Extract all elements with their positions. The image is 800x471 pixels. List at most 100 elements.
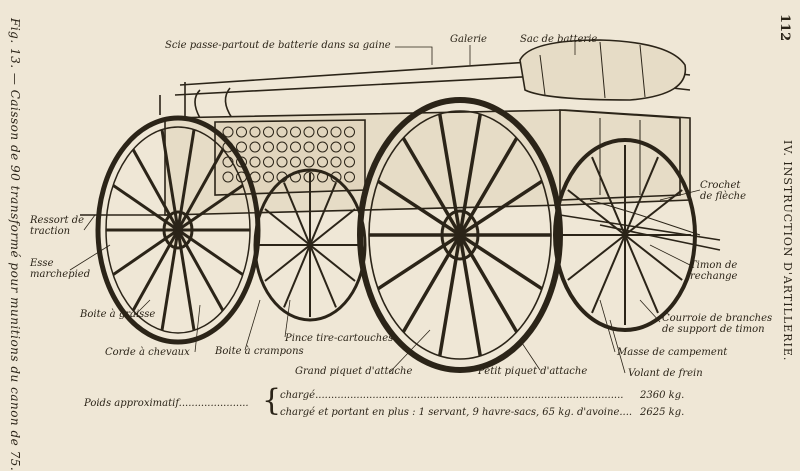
wheel-spoke (438, 234, 462, 357)
label-grand-piquet: Grand piquet d'attache (295, 366, 413, 377)
wheel-spoke (401, 137, 462, 236)
wheel-spoke (283, 182, 311, 246)
label-crochet: Crochet de flèche (700, 180, 747, 202)
weights-row-2: chargé et portant en plus : 1 servant, 9… (280, 407, 632, 418)
wheel-spoke (458, 234, 482, 357)
cartridge-circle (317, 126, 328, 138)
cartridge-circle (263, 156, 274, 168)
wheel-spoke (458, 137, 519, 236)
label-petit-piquet: Petit piquet d'attache (478, 366, 588, 377)
wheel-spoke (131, 148, 180, 231)
label-ressort: Ressort de traction (30, 215, 85, 237)
wheel-spoke (377, 233, 461, 291)
wheel-spoke (264, 244, 311, 282)
wheel-spoke (177, 228, 244, 276)
wheel-spoke (309, 208, 356, 246)
wheel-spoke (624, 189, 683, 236)
figure-caption: Fig. 13. — Caisson de 90 transformé pour… (8, 18, 22, 471)
cartridge-circle (222, 171, 234, 183)
weights-label-row: Poids approximatif...................... (84, 398, 249, 409)
label-boite-graisse: Boite à graisse (80, 309, 156, 320)
wheel-spoke (177, 184, 244, 232)
cartridge-circle (330, 126, 342, 138)
label-corde: Corde à chevaux (105, 347, 190, 358)
wheel-spoke (112, 228, 179, 276)
weights-label: Poids approximatif (84, 398, 179, 409)
label-esse: Esse marchepied (30, 258, 91, 280)
wheel-spoke (131, 229, 180, 312)
weights-row-1-text: chargé (280, 390, 316, 401)
book-page: Fig. 13. — Caisson de 90 transformé pour… (8, 14, 794, 471)
label-timon: Timon de rechange (690, 260, 738, 282)
wheel-spoke (283, 244, 311, 308)
label-courroie: Courroie de branches de support de timon (662, 313, 773, 335)
weights-brace: { (262, 383, 282, 418)
cartridge-circle (303, 141, 315, 153)
wheel-spoke (176, 129, 196, 231)
weights-row-1-dots: ........................................… (315, 390, 624, 401)
cartridge-circle (303, 126, 315, 138)
wheel-spoke (459, 233, 543, 291)
cartridge-circle (317, 141, 328, 153)
cartridge-circle (344, 156, 355, 168)
cartridge-circle (263, 171, 274, 183)
leader-lines (69, 42, 701, 374)
cartridge-circle (276, 141, 288, 153)
cartridge-circle (317, 156, 328, 168)
wheel-spoke (309, 244, 337, 308)
wheel-spoke (458, 234, 519, 333)
cartridge-circle (344, 141, 355, 153)
cartridge-circle (222, 126, 234, 138)
wheel-spoke (176, 229, 196, 331)
wheel-spoke (591, 156, 626, 236)
label-pince: Pince tire-cartouches (285, 333, 394, 344)
cartridge-circle (236, 141, 247, 153)
ammo-rack (222, 126, 355, 183)
cartridge-circle (263, 141, 274, 153)
wheel-spoke (309, 182, 337, 246)
front-wheel (95, 115, 261, 345)
label-boite-crampons: Boite à crampons (215, 346, 304, 357)
cartridge-circle (330, 141, 342, 153)
wheel-spoke (309, 244, 356, 282)
weights-row-2-dots: .... (619, 407, 633, 418)
label-galerie: Galerie (450, 34, 487, 45)
cartridge-circle (236, 126, 247, 138)
weights-row-2-text: chargé et portant en plus : 1 servant, 9… (280, 407, 620, 418)
rear-left-wheel (253, 168, 367, 322)
label-sac: Sac de batterie (520, 34, 598, 45)
wheel-spoke (458, 113, 482, 236)
cartridge-circle (249, 141, 261, 153)
cartridge-circle (263, 126, 274, 138)
cartridge-circle (303, 156, 315, 168)
cartridge-circle (249, 126, 261, 138)
wheel-spoke (567, 189, 626, 236)
wheel-spoke (459, 179, 543, 237)
wheel-spoke (567, 234, 626, 281)
cartridge-circle (330, 156, 342, 168)
wheel-spoke (624, 156, 659, 236)
caisson-illustration (69, 39, 721, 374)
wheel-spoke (624, 234, 683, 281)
weights-row-1-value: 2360 kg. (640, 390, 685, 401)
wheel-spoke (160, 129, 180, 231)
cartridge-circle (344, 126, 355, 138)
wheel-spoke (160, 229, 180, 331)
cartridge-circle (344, 171, 355, 183)
label-masse: Masse de campement (617, 347, 728, 358)
cartridge-circle (276, 156, 288, 168)
cartridge-circle (276, 126, 288, 138)
wheel-spoke (264, 208, 311, 246)
wheel-spoke (624, 234, 659, 314)
wheel-spoke (438, 113, 462, 236)
wheel-spoke (176, 229, 225, 312)
label-volant: Volant de frein (628, 368, 703, 379)
cartridge-circle (290, 141, 301, 153)
page-number: 112 (777, 14, 792, 42)
label-scie: Scie passe-partout de batterie dans sa g… (165, 40, 391, 51)
main-wheel (357, 97, 563, 373)
weights-row-1: chargé..................................… (280, 390, 623, 401)
wheel-spoke (401, 234, 462, 333)
cartridge-circle (249, 156, 261, 168)
rear-right-wheel (553, 138, 697, 332)
